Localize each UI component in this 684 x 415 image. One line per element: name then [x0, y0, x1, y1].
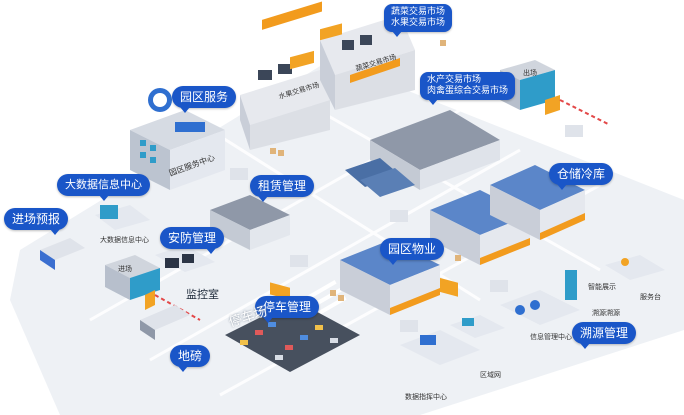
label-office-sign: 信息管理中心	[530, 333, 572, 341]
label-trace-store: 溯源溯源	[592, 309, 620, 317]
bubble-market-veg-fruit[interactable]: 蔬菜交易市场 水果交易市场	[384, 4, 453, 37]
label-exit-sign: 出场	[523, 69, 537, 77]
cargo-boxes	[270, 40, 461, 301]
truck-orange-3	[320, 23, 342, 41]
parking-lot	[225, 300, 360, 372]
monitor-room	[155, 245, 215, 272]
entry-forecast-truck	[40, 238, 85, 270]
bubble-market-aquatic: 水产交易市场	[427, 75, 482, 85]
bubble-weighbridge[interactable]: 地磅	[170, 345, 211, 372]
entry-barrier	[154, 294, 201, 321]
service-desk	[605, 255, 665, 280]
command-center	[400, 330, 480, 365]
bubble-market-meat: 肉禽蛋综合交易市场	[427, 86, 509, 96]
bubble-cold-storage[interactable]: 仓储冷库	[549, 163, 614, 190]
exit-barrier	[559, 99, 611, 126]
label-monitor-room: 监控室	[186, 288, 219, 301]
quiz-station	[450, 315, 505, 338]
trace-office	[500, 290, 580, 325]
bubble-trace[interactable]: 溯源管理	[572, 322, 637, 349]
container-rows	[345, 158, 415, 197]
label-entry-sign: 进场	[118, 265, 132, 273]
truck-orange-2	[290, 50, 314, 70]
label-bigdata-center: 大数据信息中心	[100, 236, 149, 244]
small-trucks	[230, 125, 583, 332]
trace-kiosk	[565, 270, 577, 300]
weighbridge-truck	[140, 305, 190, 340]
bubble-leasing[interactable]: 租赁管理	[250, 175, 315, 202]
bubble-park-service[interactable]: 园区服务	[172, 86, 237, 113]
label-command-center: 数据指挥中心	[405, 393, 447, 401]
bubble-bigdata[interactable]: 大数据信息中心	[57, 174, 150, 201]
bubble-security[interactable]: 安防管理	[160, 227, 225, 254]
entry-gate-building	[105, 255, 160, 310]
bubble-property[interactable]: 园区物业	[380, 238, 445, 265]
warehouse-right	[490, 165, 585, 240]
bubble-market-aquatic-meat[interactable]: 水产交易市场 肉禽蛋综合交易市场	[420, 72, 516, 105]
bigdata-kiosk	[95, 205, 150, 230]
aquatic-market-shed	[370, 110, 500, 190]
bubble-parking[interactable]: 停车管理	[255, 296, 320, 323]
warehouse-center	[430, 190, 530, 265]
label-service-desk: 服务台	[640, 293, 661, 301]
service-center-building	[130, 88, 225, 190]
bubble-entry-forecast[interactable]: 进场预报	[4, 208, 69, 235]
market-building-1	[240, 1, 330, 150]
ground-platform	[10, 60, 684, 415]
label-quiz: 区域网	[480, 371, 501, 379]
label-smart-desk: 智能展示	[588, 283, 616, 291]
bubble-market-fruit: 水果交易市场	[391, 18, 446, 28]
leasing-warehouse	[210, 195, 290, 300]
bubble-market-veg: 蔬菜交易市场	[391, 7, 446, 17]
